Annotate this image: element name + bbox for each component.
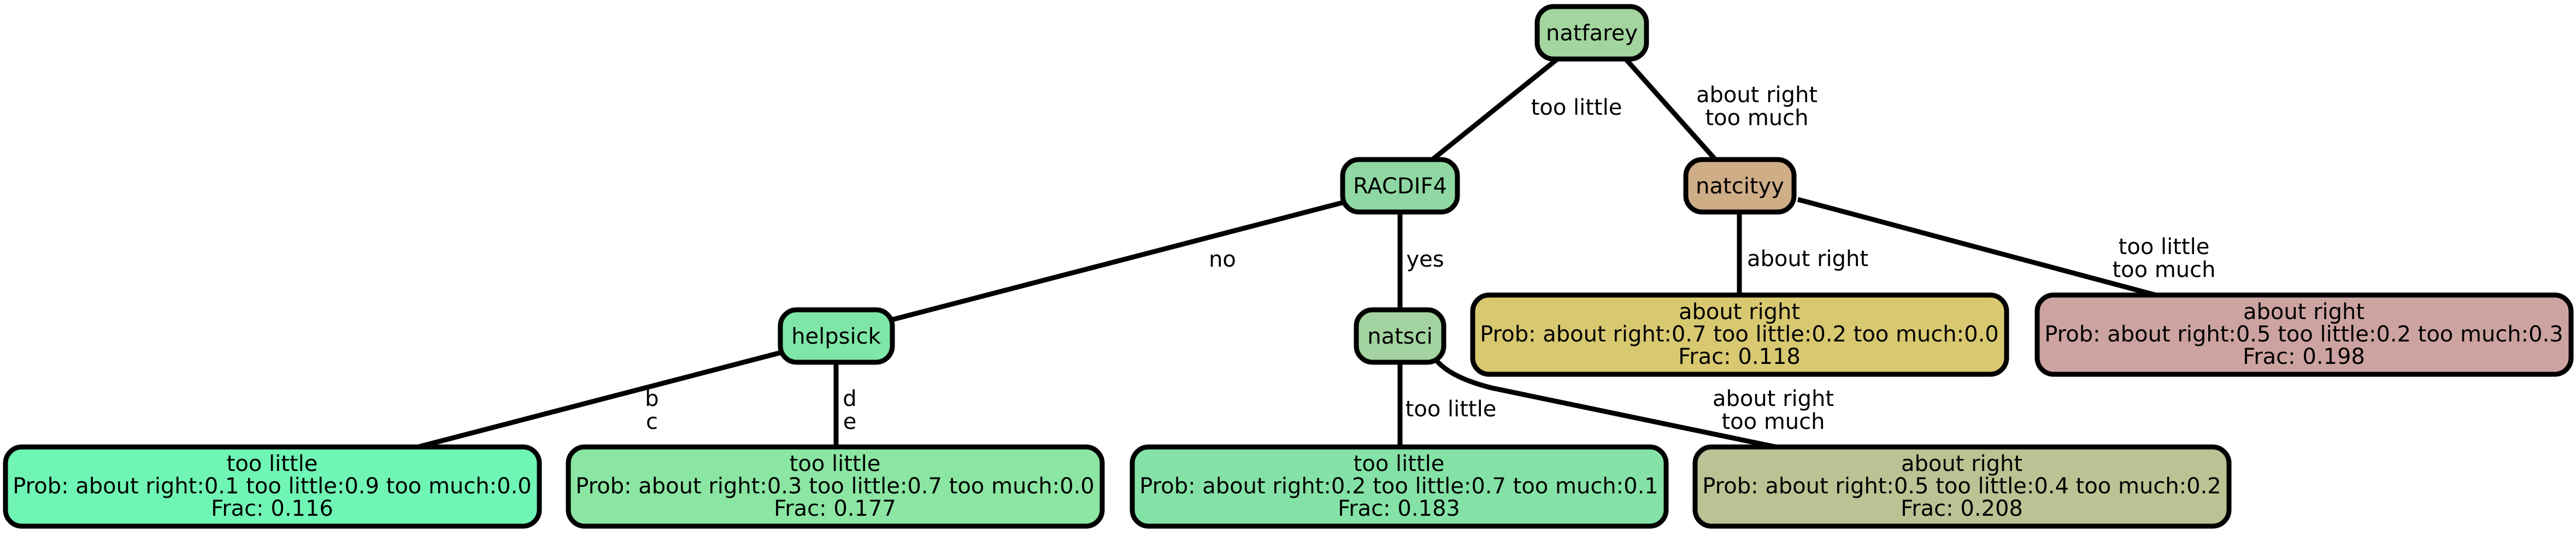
node-natfarey[interactable]: natfarey xyxy=(1534,4,1649,62)
edge-natsci-leaf4 xyxy=(1432,356,1777,450)
node-racdif4-box xyxy=(1340,157,1460,215)
leaf-box xyxy=(1692,444,2232,529)
leaf-frac: Frac: 0.198 xyxy=(2243,344,2365,369)
leaf-box xyxy=(1470,292,2009,377)
leaf-box xyxy=(1130,444,1669,529)
leaf-box xyxy=(566,444,1105,529)
node-natcityy[interactable]: natcityy xyxy=(1683,157,1797,215)
edge-natfarey-racdif4 xyxy=(1430,57,1559,162)
leaf-box xyxy=(3,444,542,529)
leaf-node[interactable]: about right Prob: about right:0.5 too li… xyxy=(2034,292,2574,377)
edge-racdif4-helpsick xyxy=(887,199,1345,323)
leaf-prob: Prob: about right:0.3 too little:0.7 too… xyxy=(575,474,1095,499)
leaf-title: about right xyxy=(2243,299,2365,325)
leaf-node[interactable]: too little Prob: about right:0.2 too lit… xyxy=(1130,444,1669,529)
node-natcityy-label: natcityy xyxy=(1696,174,1784,199)
leaf-prob: Prob: about right:0.1 too little:0.9 too… xyxy=(13,474,532,499)
leaf-box xyxy=(2034,292,2574,377)
leaf-prob: Prob: about right:0.5 too little:0.4 too… xyxy=(1702,474,2221,499)
node-helpsick-box xyxy=(778,307,895,365)
leaf-node[interactable]: about right Prob: about right:0.7 too li… xyxy=(1470,292,2009,377)
node-natcityy-box xyxy=(1683,157,1797,215)
node-natfarey-label: natfarey xyxy=(1546,21,1638,46)
edge-natfarey-natcityy xyxy=(1624,57,1718,162)
leaf-node[interactable]: too little Prob: about right:0.1 too lit… xyxy=(3,444,542,529)
leaf-title: about right xyxy=(1901,451,2022,476)
edge-label-about-right: about right xyxy=(1747,246,1868,272)
leaf-title: too little xyxy=(790,451,881,476)
node-natsci-box xyxy=(1354,307,1446,365)
edge-label-too-little: too little xyxy=(1405,397,1497,422)
leaf-title: too little xyxy=(227,451,318,476)
node-racdif4[interactable]: RACDIF4 xyxy=(1340,157,1460,215)
node-helpsick-label: helpsick xyxy=(791,324,881,349)
leaf-prob: Prob: about right:0.7 too little:0.2 too… xyxy=(1480,322,1999,347)
leaf-node[interactable]: about right Prob: about right:0.5 too li… xyxy=(1692,444,2232,529)
leaf-title: about right xyxy=(1679,299,1800,325)
edge-label-too-little: too little xyxy=(1531,95,1622,120)
node-natfarey-box xyxy=(1534,4,1649,62)
edges xyxy=(417,57,2157,450)
leaf-frac: Frac: 0.208 xyxy=(1901,496,2023,521)
node-natsci-label: natsci xyxy=(1367,324,1433,349)
edge-label-no: no xyxy=(1209,247,1236,272)
leaf-prob: Prob: about right:0.5 too little:0.2 too… xyxy=(2044,322,2563,347)
leaf-frac: Frac: 0.116 xyxy=(211,496,333,521)
edge-helpsick-leaf1 xyxy=(417,350,783,450)
edge-label-yes: yes xyxy=(1406,247,1444,272)
node-helpsick[interactable]: helpsick xyxy=(778,307,895,365)
edge-natcityy-leaf6 xyxy=(1797,197,2157,298)
leaf-prob: Prob: about right:0.2 too little:0.7 too… xyxy=(1139,474,1658,499)
leaf-frac: Frac: 0.183 xyxy=(1338,496,1460,521)
leaf-node[interactable]: too little Prob: about right:0.3 too lit… xyxy=(566,444,1105,529)
leaf-frac: Frac: 0.118 xyxy=(1678,344,1801,369)
leaf-title: too little xyxy=(1354,451,1445,476)
node-natsci[interactable]: natsci xyxy=(1354,307,1446,365)
node-racdif4-label: RACDIF4 xyxy=(1353,174,1447,199)
leaf-frac: Frac: 0.177 xyxy=(774,496,896,521)
